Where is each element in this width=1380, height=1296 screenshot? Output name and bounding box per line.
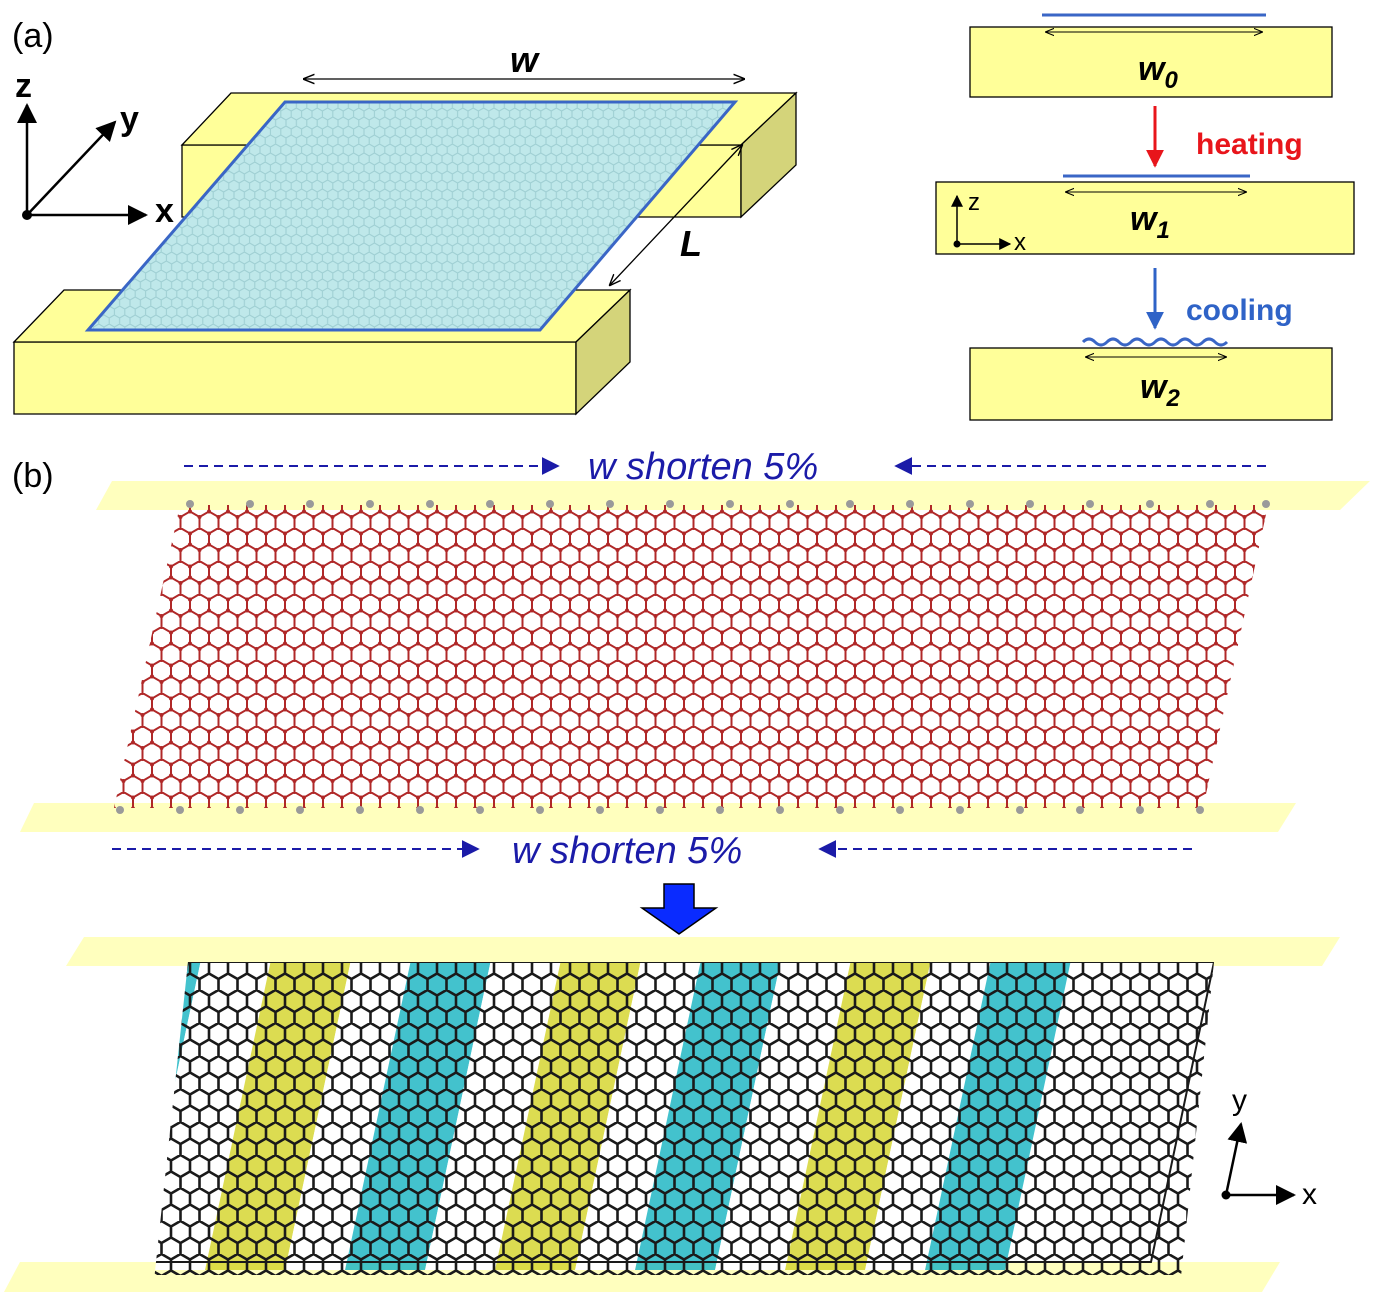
stage-2: w2 [969, 337, 1333, 421]
axis-b-x-label: x [1302, 1178, 1317, 1211]
wrinkled-sheet [1081, 337, 1229, 347]
shorten-bottom-label: w shorten 5% [512, 830, 742, 872]
panel-b-label: (b) [12, 457, 54, 495]
dimension-L-label: L [680, 223, 702, 264]
transition-arrow [639, 883, 719, 935]
side-axis-z-label: z [968, 189, 980, 216]
side-axes: z x [951, 189, 1026, 256]
heating-arrow: heating [1146, 106, 1303, 168]
axis-y-label: y [120, 100, 139, 138]
strip-top-1 [96, 481, 1370, 510]
shorten-annotation-bottom: w shorten 5% [112, 830, 1192, 872]
heating-label: heating [1196, 128, 1303, 161]
stage-1-label: w1 [1130, 200, 1170, 244]
flat-lattice [114, 500, 1270, 814]
panel-a-label: (a) [12, 17, 54, 55]
axis-x-label: x [155, 192, 174, 230]
axis-z-label: z [15, 67, 32, 105]
strip-top-2 [66, 937, 1340, 966]
cooling-label: cooling [1186, 294, 1293, 327]
axes-3d: z y x [15, 67, 174, 230]
dimension-w: w [304, 39, 744, 80]
dimension-L: L [610, 145, 742, 285]
strip-bottom-1 [20, 803, 1296, 832]
stage-1: w1 z x [935, 174, 1355, 256]
axis-b-y-label: y [1232, 1084, 1247, 1117]
side-axis-x-label: x [1014, 229, 1026, 256]
dimension-w-label: w [510, 39, 540, 80]
stage-0: w0 [969, 13, 1333, 98]
stage-2-label: w2 [1140, 368, 1180, 412]
stage-0-label: w0 [1138, 50, 1178, 94]
cooling-arrow: cooling [1146, 268, 1293, 330]
axes-2d: y x [1221, 1084, 1317, 1211]
wrinkled-lattice [124, 962, 1214, 1275]
